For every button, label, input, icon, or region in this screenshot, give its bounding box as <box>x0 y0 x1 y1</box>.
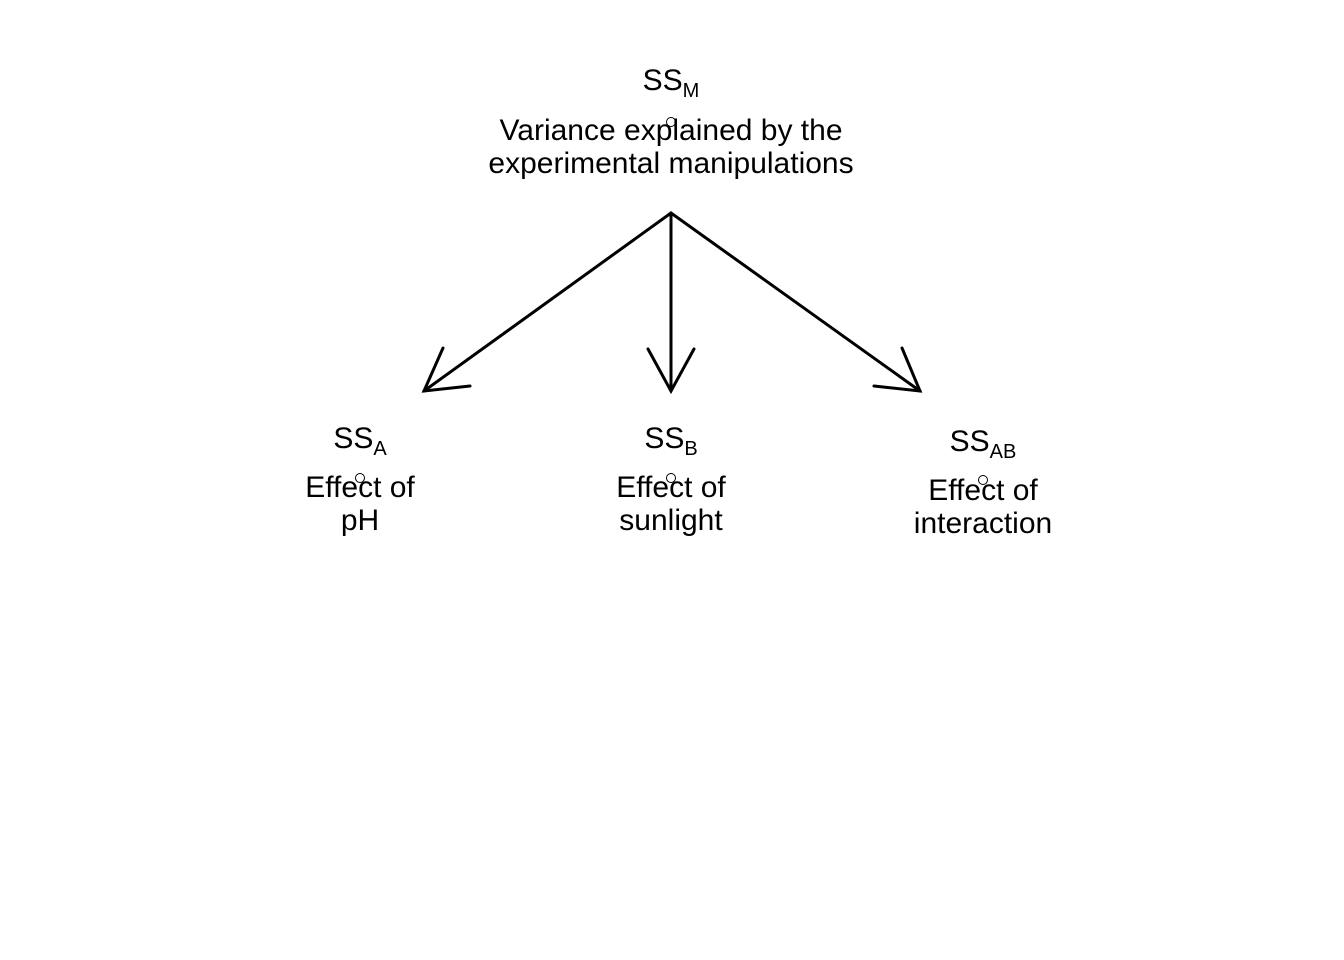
child-ssb-subscript: B <box>684 438 698 460</box>
arrow-to-ssab <box>669 211 922 393</box>
arrowhead-ssa <box>421 346 472 393</box>
root-ss-symbol: SS <box>642 64 683 97</box>
child-ssab-description-line2: interaction <box>913 507 1053 540</box>
child-ssb-description: Effect of sunlight <box>616 471 726 537</box>
child-ssa-subscript: A <box>373 438 387 460</box>
root-ss-label: SSM <box>643 64 700 108</box>
child-ssab-marker <box>978 475 988 485</box>
child-ssab-description-line1: Effect of <box>928 474 1038 507</box>
root-description-line1: Variance explained by the <box>499 114 843 147</box>
arrow-to-ssa <box>422 211 673 393</box>
root-node-marker <box>666 117 676 127</box>
child-ssa-description: Effect of pH <box>305 471 415 537</box>
child-ssb-label: SSB <box>644 422 697 466</box>
arrowhead-ssb <box>646 347 696 395</box>
child-ssa-description-line2: pH <box>340 504 380 537</box>
child-ssab-subscript: AB <box>989 441 1017 463</box>
child-ssab-label: SSAB <box>950 425 1017 469</box>
root-description: Variance explained by the experimental m… <box>488 114 853 180</box>
child-ssb-description-line2: sunlight <box>619 504 723 537</box>
child-ssab-symbol: SS <box>949 425 990 458</box>
child-ssa-description-line1: Effect of <box>305 471 415 504</box>
root-description-line2: experimental manipulations <box>488 147 854 180</box>
child-ssab-description: Effect of interaction <box>914 474 1052 540</box>
root-ss-subscript: M <box>682 80 700 102</box>
child-ssa-marker <box>355 473 365 483</box>
arrowhead-ssab <box>872 346 923 393</box>
child-ssa-label: SSA <box>333 422 386 466</box>
child-ssb-marker <box>666 473 676 483</box>
child-ssb-description-line1: Effect of <box>616 471 726 504</box>
child-ssb-symbol: SS <box>644 422 685 455</box>
child-ssa-symbol: SS <box>333 422 374 455</box>
